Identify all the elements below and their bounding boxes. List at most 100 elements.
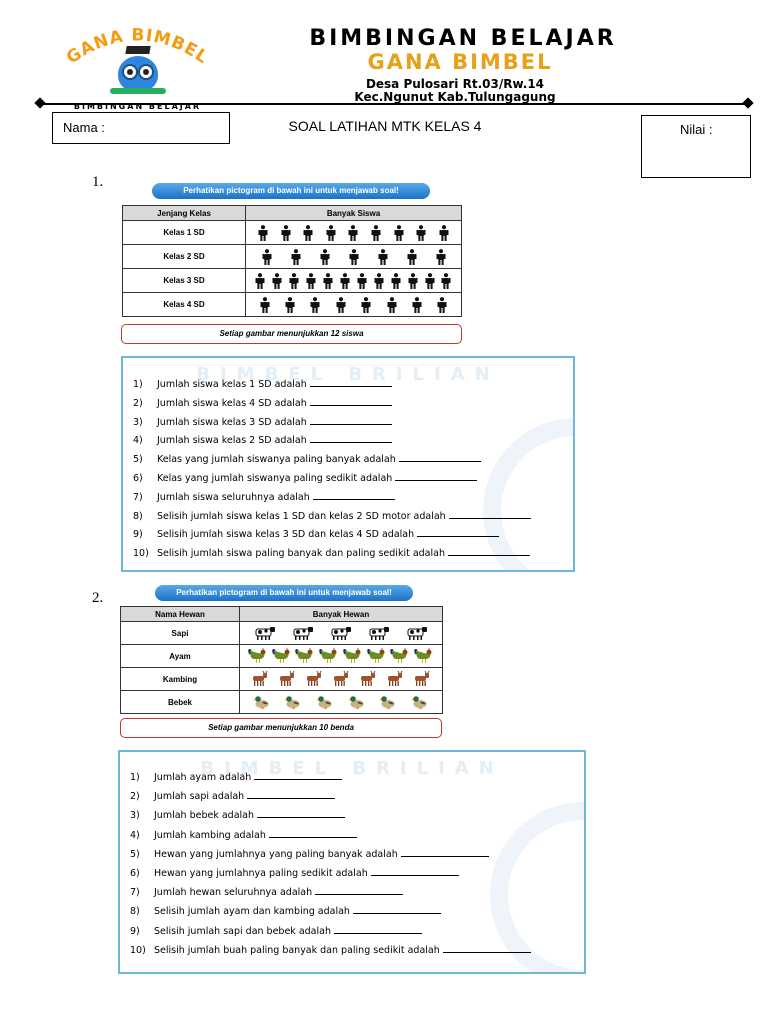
question-text: Jumlah siswa kelas 2 SD adalah [157, 435, 310, 447]
person-icon [378, 248, 387, 265]
answer-blank[interactable] [309, 396, 392, 406]
pictogram-key-note-2: Setiap gambar menunjukkan 10 benda [120, 718, 442, 738]
table-row: Kelas 3 SD [122, 268, 462, 293]
person-icon [285, 296, 295, 313]
answer-blank[interactable] [268, 828, 357, 838]
column-header: Jenjang Kelas [122, 205, 246, 221]
question-number: 7) [133, 491, 143, 503]
column-header: Banyak Siswa [245, 205, 462, 221]
question-number: 2) [133, 397, 143, 409]
answer-blank[interactable] [315, 885, 404, 896]
person-icon [262, 248, 271, 265]
question-item: 9)Selisih jumlah siswa kelas 3 SD dan ke… [133, 527, 500, 541]
question-text: Selisih jumlah siswa kelas 3 SD dan kela… [157, 529, 418, 541]
divider-diamond-right [742, 97, 754, 109]
answer-blank[interactable] [247, 789, 336, 800]
question-item: 5)Hewan yang jumlahnya yang paling banya… [130, 847, 489, 860]
rooster-icon [366, 648, 386, 663]
header-title: BIMBINGAN BELAJAR [309, 26, 617, 51]
score-label: Nilai : [680, 122, 713, 137]
question-item: 5) Kelas yang jumlah siswanya paling bany… [133, 452, 481, 465]
person-icon [391, 272, 401, 289]
header-brand: GANA BIMBEL [367, 50, 553, 74]
person-icon [289, 272, 299, 289]
person-icon [407, 248, 416, 265]
rooster-icon [248, 648, 267, 663]
answer-blank[interactable] [352, 904, 441, 915]
rooster-icon [271, 648, 291, 663]
goat-icon [361, 671, 376, 686]
question-text: Kelas yang jumlah siswanya paling banyak… [157, 454, 399, 466]
answer-blank[interactable] [257, 808, 346, 819]
graduation-cap-icon [125, 46, 151, 54]
person-icon [326, 224, 336, 241]
question-text: Selisih jumlah buah paling banyak dan pa… [154, 944, 443, 956]
rooster-icon [343, 648, 362, 663]
answer-blank[interactable] [312, 490, 395, 500]
answer-blank[interactable] [309, 433, 392, 444]
question-text: Jumlah siswa kelas 1 SD adalah [157, 379, 310, 390]
score-field[interactable]: Nilai : [641, 115, 751, 178]
duck-icon [252, 696, 269, 709]
answer-blank[interactable] [395, 471, 478, 481]
question-item: 7)Jumlah hewan seluruhnya adalah [130, 885, 404, 899]
table-row: Bebek [120, 690, 443, 714]
question-text: Selisih jumlah siswa kelas 1 SD dan kela… [157, 510, 449, 522]
icon-cell [239, 690, 443, 714]
table-row: Kelas 1 SD [122, 220, 462, 245]
person-icon [258, 224, 268, 241]
person-icon [394, 224, 404, 241]
question-text: Selisih jumlah siswa paling banyak dan p… [157, 548, 449, 560]
answer-blank[interactable] [400, 847, 489, 857]
header-address-line2: Kec.Ngunut Kab.Tulungagung [354, 90, 556, 104]
question-number: 3) [130, 810, 140, 822]
icon-cell [245, 268, 462, 293]
row-label: Sapi [120, 621, 240, 645]
book-icon [110, 88, 166, 94]
table-row: Sapi [120, 621, 443, 645]
answer-blank[interactable] [398, 452, 481, 463]
name-field[interactable]: Nama : [52, 112, 230, 144]
question-text: Jumlah siswa seluruhnya adalah [157, 491, 313, 503]
answer-blank[interactable] [309, 377, 392, 387]
goat-icon [415, 671, 430, 686]
watermark-text: BIMBEL BRILIAN [196, 364, 500, 385]
cow-icon [369, 627, 389, 640]
rooster-icon [414, 648, 434, 663]
answer-blank[interactable] [309, 415, 392, 425]
question-text: Jumlah siswa kelas 3 SD adalah [157, 416, 310, 428]
question-number: 2) [130, 791, 140, 803]
person-icon [371, 224, 381, 241]
question-text: Hewan yang jumlahnya yang paling banyak … [154, 848, 401, 860]
question-number: 1) [133, 379, 143, 390]
person-icon [441, 272, 451, 289]
question-item: 7) Jumlah siswa seluruhnya adalah [133, 490, 395, 503]
rooster-icon [295, 648, 315, 663]
goat-icon [388, 671, 403, 686]
person-icon [255, 272, 265, 289]
pictogram-table-students: Jenjang Kelas Banyak Siswa Kelas 1 SD Kel… [122, 205, 462, 317]
answer-blank[interactable] [334, 924, 422, 934]
person-icon [336, 296, 346, 313]
question-box-1: BIMBEL BRILIAN 1) Jumlah siswa kelas 1 SD… [121, 356, 575, 572]
question-text: Jumlah hewan seluruhnya adalah [154, 887, 316, 899]
rooster-icon [319, 648, 339, 663]
answer-blank[interactable] [417, 527, 500, 538]
question-item: 3) Jumlah siswa kelas 3 SD adalah [133, 415, 392, 428]
duck-icon [379, 696, 395, 709]
icon-cell [245, 292, 462, 317]
question-number: 5) [133, 454, 143, 466]
answer-blank[interactable] [442, 943, 531, 953]
person-icon [348, 224, 358, 241]
answer-blank[interactable] [254, 770, 343, 780]
question-number: 9) [130, 925, 140, 937]
person-icon [340, 272, 350, 289]
answer-blank[interactable] [448, 546, 531, 557]
question-number: 3) [133, 416, 143, 428]
table-row: Kelas 4 SD [122, 292, 462, 317]
answer-blank[interactable] [370, 866, 459, 876]
header-address-line1: Desa Pulosari Rt.03/Rw.14 [365, 77, 545, 91]
person-icon [408, 272, 418, 289]
answer-blank[interactable] [448, 509, 531, 519]
